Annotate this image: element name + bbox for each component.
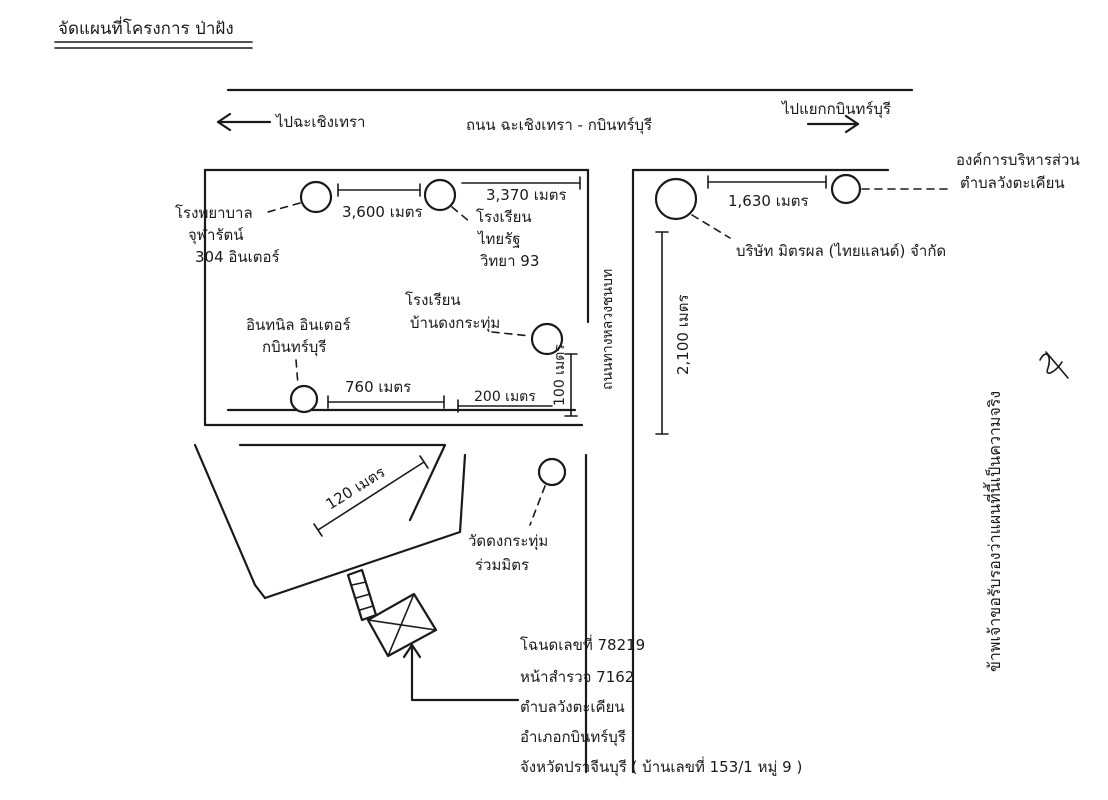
dim-3370-label: 3,370 เมตร — [486, 186, 567, 204]
dim-100-label: 100 เมตร — [552, 344, 568, 406]
site-pointer-line — [410, 643, 520, 702]
main-road-label: ถนน ฉะเชิงเทรา - กบินทร์บุรี — [466, 116, 652, 135]
hospital-label-1: โรงพยาบาล — [175, 204, 253, 222]
district-office-label-1: องค์การบริหารส่วน — [956, 151, 1080, 169]
school-band-label-1: โรงเรียน — [405, 291, 461, 309]
school-thai-leader — [451, 206, 471, 223]
site-info-line-1: โฉนดเลขที่ 78219 — [520, 634, 645, 654]
arrow-left-icon — [216, 112, 232, 132]
site-info-line-4: อำเภอกบินทร์บุรี — [520, 728, 626, 747]
school-thai-label-2: ไทยรัฐ — [477, 230, 521, 248]
access-road-end — [253, 583, 267, 600]
side-road-label: ถนนทางหลวงชนบท — [600, 269, 616, 390]
hospital-label-3: 304 อินเตอร์ — [195, 248, 280, 266]
site-info-line-3: ตำบลวังตะเคียน — [520, 698, 625, 716]
hospital-marker — [299, 180, 333, 214]
dim-1630-label: 1,630 เมตร — [728, 192, 809, 210]
school-band-leader — [491, 331, 531, 337]
access-road-north-edge — [238, 443, 447, 522]
to-west-label: ไปฉะเชิงเทรา — [275, 113, 365, 131]
dim-120-line — [317, 461, 425, 531]
dim-3600-label: 3,600 เมตร — [342, 203, 423, 221]
school-thai-label-1: โรงเรียน — [476, 208, 532, 226]
hospital-label-2: จุฬารัตน์ — [188, 226, 244, 245]
signature-mark — [1039, 351, 1069, 379]
school-band-marker — [530, 322, 564, 356]
industrial-label-1: อินทนิล อินเตอร์ — [246, 316, 351, 334]
temple-label-1: วัดดงกระทุ่ม — [468, 532, 548, 551]
school-band-label-2: บ้านดงกระทุ่ม — [410, 314, 500, 333]
company-label: บริษัท มิตรผล (ไทยแลนด์) จำกัด — [736, 242, 946, 260]
industrial-marker — [289, 384, 319, 414]
dim-2100-label: 2,100 เมตร — [674, 294, 692, 375]
site-access-strip — [346, 568, 378, 622]
access-road-west-edge — [193, 443, 257, 587]
company-marker — [654, 177, 698, 221]
temple-leader — [529, 485, 546, 526]
arrow-up-icon — [402, 643, 422, 659]
dim-200-label: 200 เมตร — [474, 389, 536, 405]
industrial-leader — [295, 359, 299, 386]
block-road-outer — [203, 168, 584, 427]
temple-label-2: ร่วมมิตร — [475, 556, 529, 574]
dim-760-label: 760 เมตร — [345, 378, 411, 396]
to-east-label: ไปแยกกบินทร์บุรี — [781, 100, 891, 119]
temple-marker — [537, 457, 567, 487]
certification-text: ข้าพเจ้าขอรับรองว่าแผนที่นี้เป็นความจริง — [983, 391, 1004, 672]
site-info-line-2: หน้าสำรวจ 7162 — [520, 668, 634, 686]
hospital-leader — [267, 202, 301, 213]
district-office-marker — [830, 173, 862, 205]
district-office-label-2: ตำบลวังตะเคียน — [960, 174, 1065, 192]
school-thai-marker — [423, 178, 457, 212]
site-info-line-5: จังหวัดปราจีนบุรี ( บ้านเลขที่ 153/1 หมู… — [520, 756, 802, 777]
map-title: จัดแผนที่โครงการ ป่าฝัง — [58, 16, 234, 39]
arrow-right-icon — [844, 114, 860, 134]
industrial-label-2: กบินทร์บุรี — [262, 338, 326, 357]
school-thai-label-3: วิทยา 93 — [479, 252, 539, 270]
company-leader — [691, 214, 731, 239]
access-road-east-edge — [263, 453, 467, 600]
